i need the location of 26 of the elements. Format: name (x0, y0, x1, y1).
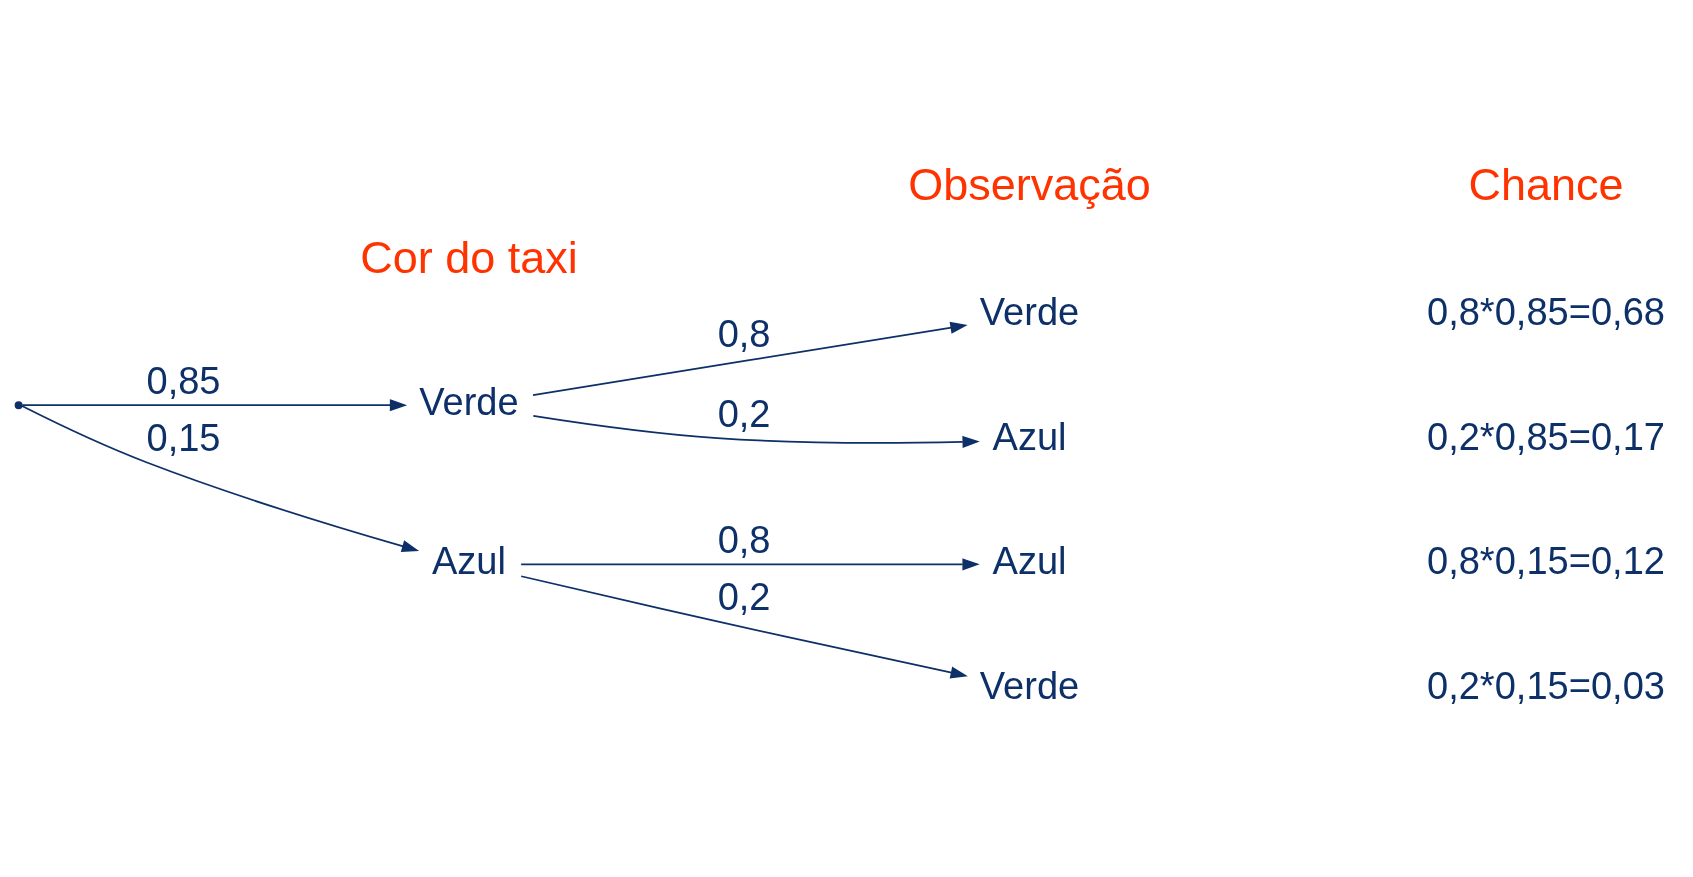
node-text: Azul (992, 415, 1067, 458)
node-point (14, 401, 23, 410)
node-text: Verde (979, 290, 1080, 333)
arrow (520, 558, 980, 571)
node-text: Verde (979, 664, 1080, 707)
arrow (520, 575, 968, 679)
node-text: Azul (992, 540, 1067, 583)
arrow (21, 405, 420, 553)
edge-label: 0,2 (717, 392, 771, 435)
arrow (532, 414, 980, 448)
label: Observação (908, 158, 1151, 210)
label: 0,2*0,85=0,17 (1426, 415, 1666, 458)
edge-label: 0,15 (146, 417, 221, 460)
edge-label: 0,2 (717, 576, 771, 619)
edge-label: 0,8 (717, 313, 771, 356)
label: 0,8*0,15=0,12 (1426, 540, 1666, 583)
edge-label: 0,85 (146, 360, 221, 403)
label: 0,8*0,85=0,68 (1426, 290, 1666, 333)
label: Cor do taxi (360, 231, 578, 283)
node-text: Verde (419, 380, 519, 423)
arrow (532, 321, 968, 396)
label: Chance (1468, 158, 1624, 210)
label: 0,2*0,15=0,03 (1426, 664, 1666, 707)
edge-label: 0,8 (717, 519, 771, 562)
node-text: Azul (431, 540, 506, 583)
arrow (21, 399, 408, 412)
